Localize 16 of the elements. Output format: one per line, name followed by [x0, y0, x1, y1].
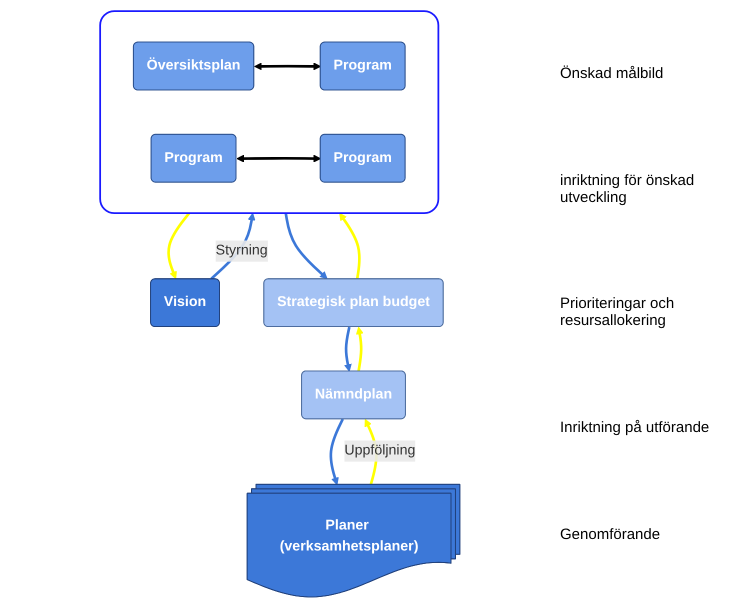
level-description: inriktning för önskad utveckling	[560, 172, 696, 206]
level-description: Prioriteringar och resursallokering	[560, 295, 676, 330]
arrow	[330, 418, 344, 486]
arrow	[167, 212, 190, 280]
level-description: Inriktning på utförande	[560, 419, 710, 436]
arrow	[236, 154, 322, 162]
edge-label: Uppföljning	[344, 443, 416, 458]
edge-label: Styrning	[216, 243, 268, 258]
cluster	[99, 10, 440, 214]
level-description: Önskad målbild	[560, 64, 664, 82]
arrow	[356, 326, 364, 372]
level-description: Genomförande	[560, 526, 662, 544]
arrow	[344, 326, 352, 372]
arrow	[339, 212, 361, 279]
arrow	[254, 62, 322, 70]
arrow	[284, 212, 328, 280]
